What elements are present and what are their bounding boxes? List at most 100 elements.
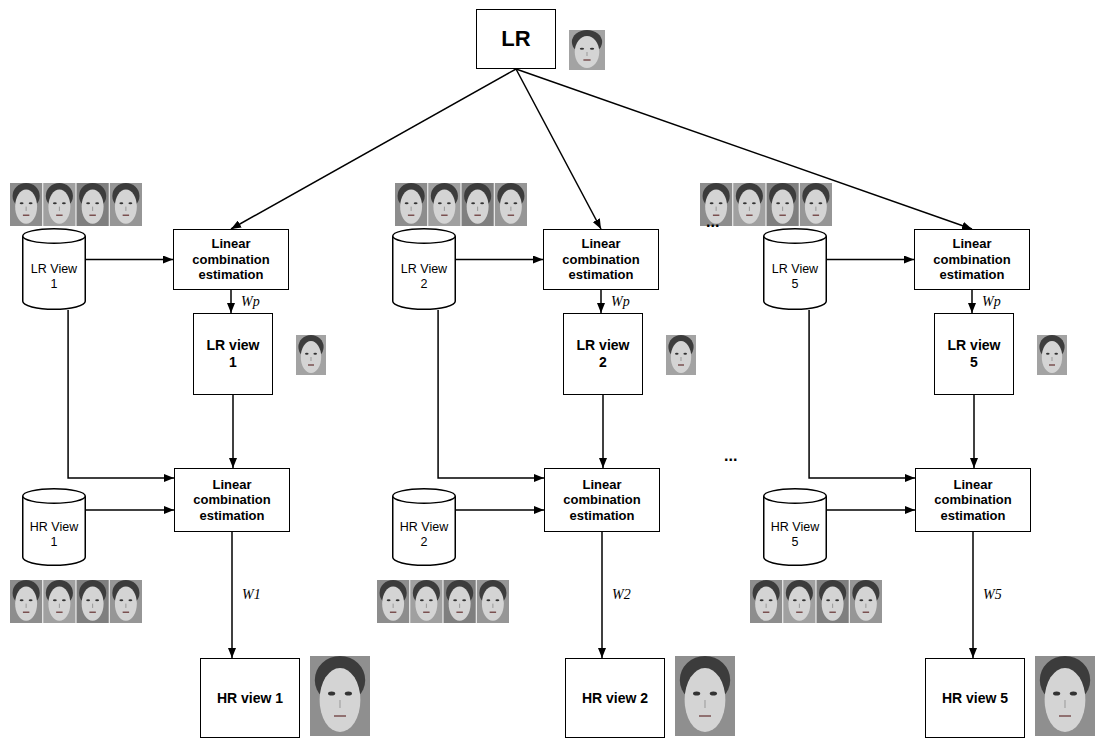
mouth [746,215,752,217]
face-skin [400,189,422,223]
nose [92,604,93,608]
mouth [779,215,785,217]
eye [1053,692,1060,696]
nose [587,52,588,56]
nose [411,207,412,211]
text-wrap: LR [501,26,530,52]
face-photo [428,183,460,226]
cylinder-top [23,229,86,244]
face-skin [788,586,810,620]
eye [53,599,57,601]
eye [95,202,99,204]
mouth [583,59,590,61]
eye [396,599,400,601]
photo-ground [310,656,370,736]
text-wrap: LR view 5 [946,337,1002,371]
process-box: Linear combination estimation [173,229,289,290]
view-box: LR view 1 [193,313,273,395]
photo-ground [428,183,460,226]
mouth [508,215,514,217]
arrow-connector [232,395,234,468]
cylinder-body [23,236,86,309]
nose [444,207,445,211]
database-cylinder: HR View 1 [22,488,86,566]
face-skin [805,189,827,223]
eye [760,599,764,601]
text-wrap: HR View 2 [396,520,452,550]
face-photo [110,183,142,226]
mouth [23,612,29,614]
nose [782,207,783,211]
face-skin [48,189,70,223]
process-box: Linear combination estimation [544,468,660,532]
eye [387,599,391,601]
eye [119,599,123,601]
nose [340,700,341,708]
eye [675,353,679,355]
face-photo [750,580,782,623]
view-box: LR view 5 [934,313,1014,395]
text-wrap: HR view 5 [942,690,1008,707]
node-label: HR View 1 [26,520,82,550]
eye [513,202,517,204]
output-box: HR view 1 [200,658,300,738]
text-wrap: LR View 2 [396,262,452,292]
photo-ground [1037,335,1067,375]
node-label: HR view 5 [942,690,1008,707]
text-wrap: LR View 1 [26,262,82,292]
face-skin [15,189,37,223]
eye [818,202,822,204]
nose [716,207,717,211]
photo-ground [444,580,476,623]
nose [799,604,800,608]
photo-ground [395,183,427,226]
photo-ground [817,580,849,623]
face-skin [382,586,404,620]
node-label: LR view 1 [205,337,261,371]
eye [447,202,451,204]
view-box: LR view 2 [563,313,643,395]
face-photo [477,580,509,623]
face-photo [675,656,735,736]
face-skin [482,586,504,620]
eye [313,353,317,355]
eye [62,202,66,204]
photo-ground [296,335,326,375]
eye [471,202,475,204]
mouth [308,364,314,366]
text-wrap: Linear combination estimation [549,477,655,524]
text-wrap: HR View 1 [26,520,82,550]
mouth [474,215,480,217]
face-photo [666,335,696,375]
weight-label: Wp [241,294,260,309]
cylinder-body [764,236,827,309]
mouth [56,612,62,614]
photo-ground [43,580,75,623]
database-cylinder: LR View 5 [763,228,827,310]
mouth [456,612,462,614]
cylinder-top [23,489,86,504]
face-photo [43,580,75,623]
text-wrap: Linear combination estimation [920,477,1026,524]
arrow-connector [456,259,543,261]
mouth [863,612,869,614]
arrow-connector [827,259,914,261]
face-photo [77,580,109,623]
eye [420,599,424,601]
mouth [334,715,346,717]
face-photo [783,580,815,623]
output-box: HR view 5 [925,658,1025,738]
face-skin [433,189,455,223]
process-box: Linear combination estimation [174,468,290,532]
text-wrap: LR view 1 [205,337,261,371]
eye [328,692,335,696]
cylinder-body [393,236,456,309]
arrow-connector [68,310,174,478]
nose [59,207,60,211]
face-skin [575,36,599,68]
node-label: Linear combination estimation [178,236,284,283]
arrow-connector [438,310,544,478]
eye [504,202,508,204]
database-cylinder: HR View 2 [392,488,456,566]
face-photo [800,183,832,226]
